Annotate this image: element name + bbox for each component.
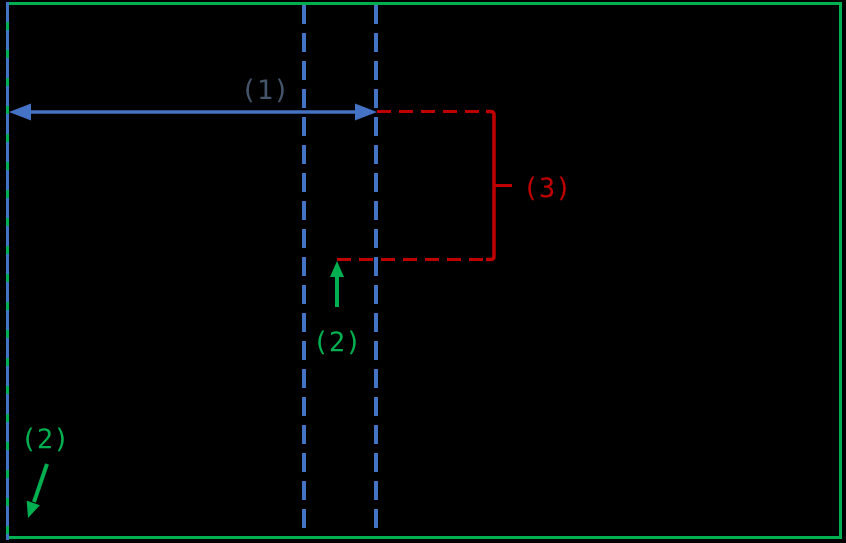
annotation-2-corner-arrow-shaft bbox=[32, 463, 49, 503]
dimension-1-arrowhead-left bbox=[9, 103, 31, 121]
dimension-1-arrow-icon bbox=[9, 103, 377, 121]
dimension-3-label: (3) bbox=[523, 173, 572, 204]
annotation-2-corner-arrowhead bbox=[26, 500, 40, 518]
annotation-2-middle-label: (2) bbox=[313, 327, 362, 358]
annotation-2-corner-arrow-icon bbox=[26, 463, 49, 518]
annotation-2-up-arrow-icon bbox=[330, 261, 344, 307]
annotation-2-corner-label: (2) bbox=[21, 424, 70, 455]
dimension-1-label: (1) bbox=[241, 75, 290, 106]
frame-border bbox=[6, 2, 842, 539]
annotation-2-up-arrowhead bbox=[330, 261, 344, 277]
dimension-1-arrowhead-right bbox=[355, 103, 377, 121]
dimension-3-bracket bbox=[486, 109, 496, 262]
